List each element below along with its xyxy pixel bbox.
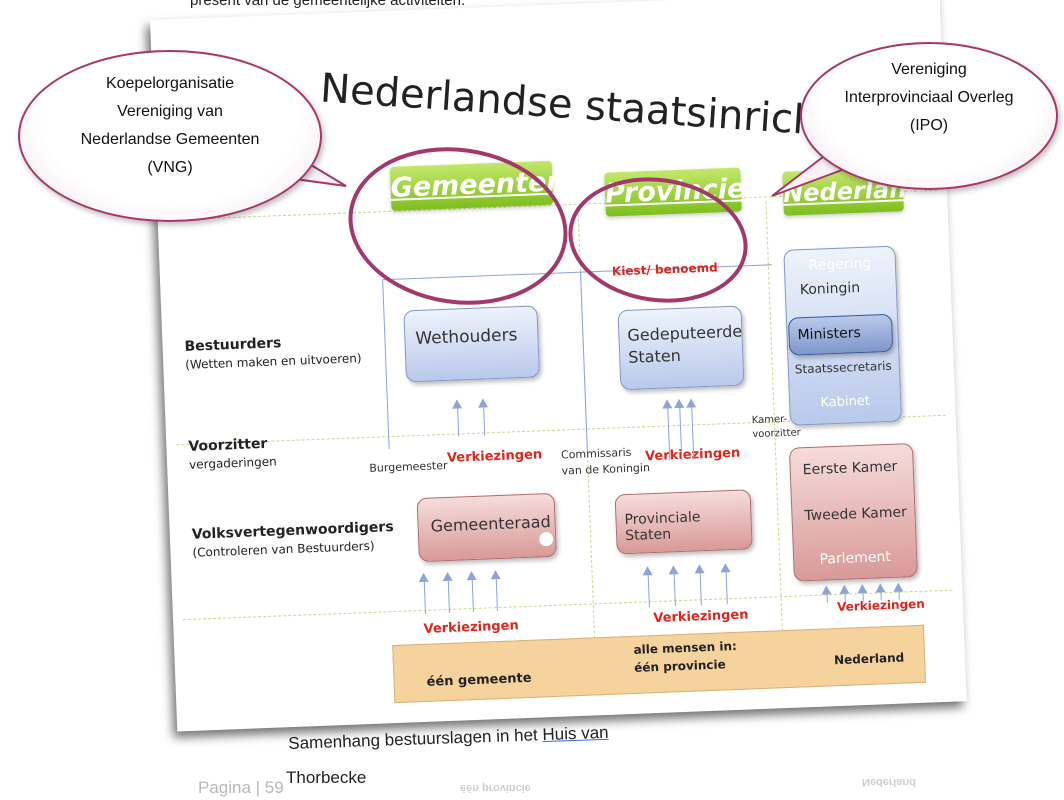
caption-link[interactable]: Huis van: [542, 722, 609, 745]
callout-bubble-vng: Koepelorganisatie Vereniging van Nederla…: [18, 50, 322, 222]
callout-bubble-ipo: Vereniging Interprovinciaal Overleg (IPO…: [800, 42, 1058, 190]
figure-caption-line2: Thorbecke: [286, 768, 367, 787]
document-text-line: present van de gemeentelijke activiteite…: [190, 0, 466, 9]
reflection: Nederland: [862, 776, 916, 788]
reflection: één provincie: [460, 782, 531, 794]
page-number: Pagina | 59: [198, 778, 284, 797]
